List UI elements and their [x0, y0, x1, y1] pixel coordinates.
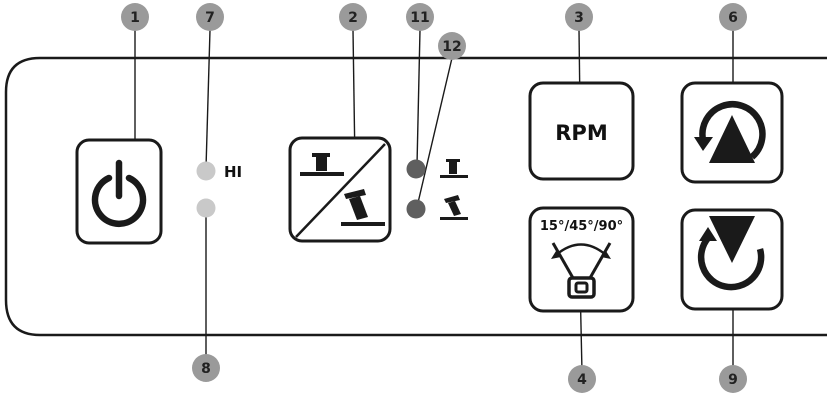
callout-3: 3	[565, 3, 593, 31]
callout-6: 6	[719, 3, 747, 31]
callout-7: 9	[719, 365, 747, 393]
tilted-led	[406, 199, 426, 219]
svg-text:9: 9	[728, 372, 738, 388]
rpm-label: RPM	[555, 121, 607, 145]
angle-label: 15°/45°/90°	[540, 219, 623, 234]
hi-led	[196, 161, 216, 181]
lo-led	[196, 198, 216, 218]
callout-9: 8	[192, 354, 220, 382]
callout-1: 1	[121, 3, 149, 31]
power-button[interactable]	[75, 138, 163, 245]
callout-12: 12	[438, 32, 466, 60]
rotate-up-arrow-icon	[694, 101, 766, 163]
svg-text:1: 1	[130, 10, 140, 26]
rpm-button[interactable]: RPM	[528, 81, 635, 181]
svg-text:3: 3	[574, 10, 584, 26]
upright-foot-icon	[300, 153, 344, 176]
tilted-foot-small-icon	[440, 195, 468, 220]
upright-foot-small-icon	[440, 159, 468, 178]
rotate-down-button[interactable]	[680, 208, 784, 311]
foot-toggle-button[interactable]	[288, 136, 392, 243]
tilted-foot-icon	[341, 189, 385, 226]
rotate-up-button[interactable]	[680, 81, 784, 184]
angle-arc-icon	[551, 242, 612, 299]
callout-8: 7	[196, 3, 224, 31]
callout-4: 4	[568, 365, 596, 393]
callout-11: 11	[406, 3, 434, 31]
svg-text:6: 6	[728, 10, 738, 26]
svg-text:8: 8	[201, 361, 211, 377]
svg-text:7: 7	[205, 10, 215, 26]
hi-label: HI	[224, 163, 242, 181]
callout-2: 2	[339, 3, 367, 31]
power-icon	[91, 159, 147, 228]
svg-text:2: 2	[348, 10, 358, 26]
angle-button[interactable]: 15°/45°/90°	[528, 206, 635, 313]
svg-text:12: 12	[442, 39, 461, 55]
svg-text:4: 4	[577, 372, 587, 388]
upright-led	[406, 159, 426, 179]
diagonal-divider	[295, 143, 386, 238]
svg-text:11: 11	[410, 10, 429, 26]
rotate-down-arrow-icon	[697, 216, 765, 291]
